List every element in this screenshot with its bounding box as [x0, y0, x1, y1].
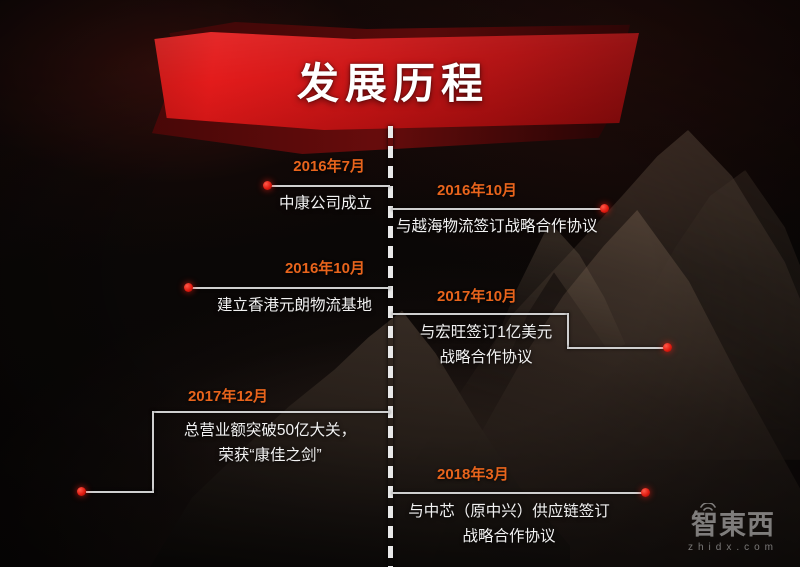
watermark-url: zhidx.com	[687, 542, 778, 553]
page-title: 发展历程	[296, 59, 489, 107]
wifi-icon	[700, 503, 716, 511]
entry-connector-line	[270, 185, 390, 187]
entry-marker-dot	[263, 181, 272, 190]
entry-date: 2018年3月	[437, 466, 509, 483]
entry-description: 中康公司成立	[278, 195, 372, 212]
banner-sheen-overlay	[154, 32, 639, 130]
watermark: 智東西 zhidx.com	[687, 503, 778, 553]
entry-description: 总营业额突破50亿大关， 荣获“康佳之剑”	[158, 418, 382, 468]
banner-main-shape	[154, 32, 639, 130]
entry-description: 与越海物流签订战略合作协议	[396, 218, 598, 235]
entry-date: 2016年10月	[284, 260, 365, 277]
entry-connector-line-bottom	[567, 347, 667, 349]
entry-connector-line	[392, 492, 645, 494]
entry-marker-dot	[184, 283, 193, 292]
entry-description: 与中芯（原中兴）供应链签订 战略合作协议	[396, 499, 622, 549]
entry-marker-dot	[641, 488, 650, 497]
watermark-logo-text: 智東西	[690, 510, 775, 540]
entry-connector-line	[191, 287, 390, 289]
entry-date: 2017年12月	[187, 388, 269, 405]
entry-date: 2016年10月	[437, 182, 518, 199]
entry-connector-line-top	[152, 411, 390, 413]
entry-description-line: 战略合作协议	[462, 528, 556, 545]
watermark-logo: 智東西	[688, 503, 778, 540]
entry-connector-line-bottom	[86, 491, 154, 493]
entry-marker-dot	[663, 343, 672, 352]
entry-date: 2017年10月	[437, 288, 518, 305]
entry-description-line: 与中芯（原中兴）供应链签订	[408, 503, 610, 520]
entry-description-line: 与宏旺签订1亿美元	[419, 324, 553, 341]
entry-description-line: 总营业额突破50亿大关，	[183, 422, 357, 439]
entry-connector-line	[392, 208, 604, 210]
entry-marker-dot	[600, 204, 609, 213]
entry-marker-dot	[77, 487, 86, 496]
entry-connector-line-top	[392, 313, 569, 315]
entry-date: 2016年7月	[293, 158, 365, 175]
entry-description-line: 战略合作协议	[439, 349, 533, 366]
entry-description: 建立香港元朗物流基地	[216, 297, 372, 314]
entry-connector-line-vertical	[567, 313, 569, 349]
timeline-spine	[388, 126, 393, 567]
entry-connector-line-vertical	[152, 411, 154, 493]
title-banner: 发展历程	[0, 0, 800, 160]
entry-description: 与宏旺签订1亿美元 战略合作协议	[398, 320, 574, 370]
entry-description-line: 荣获“康佳之剑”	[218, 447, 322, 464]
